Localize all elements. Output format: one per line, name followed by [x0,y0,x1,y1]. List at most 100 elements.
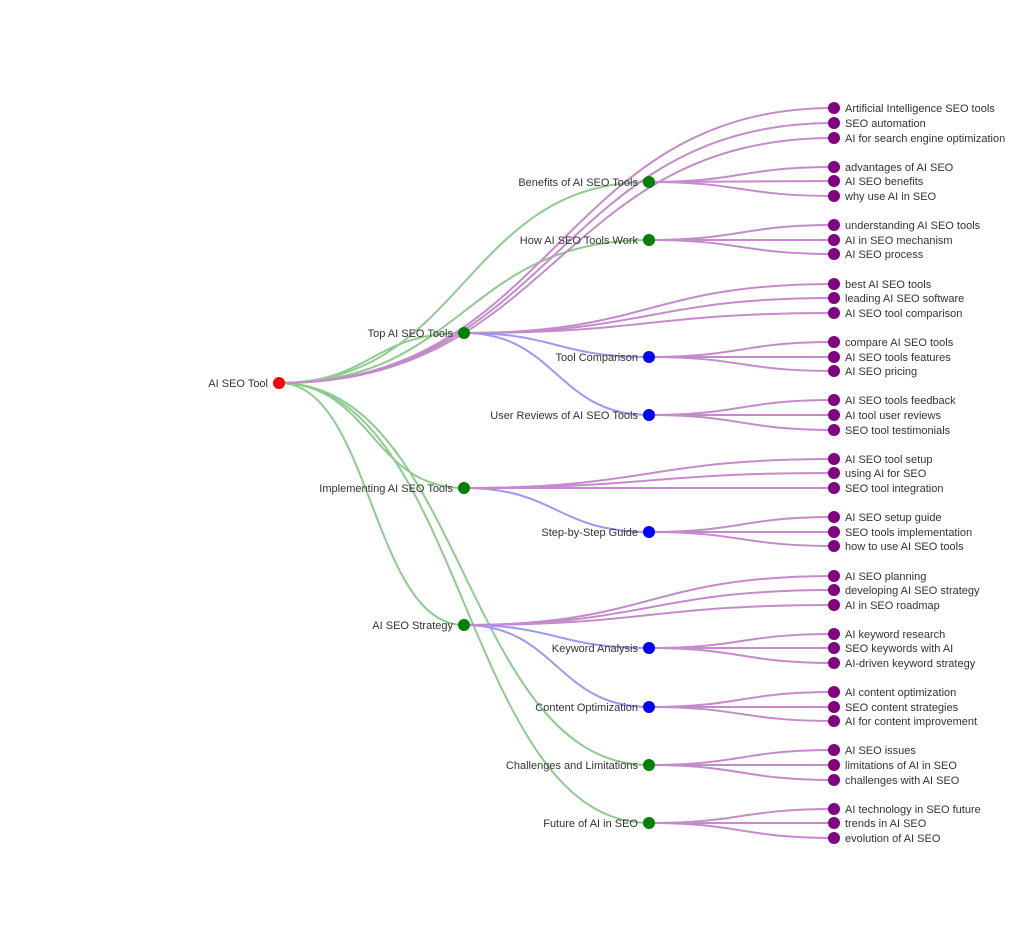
node-marker[interactable] [828,803,840,815]
leaf-node-l14[interactable]: AI SEO tools features [828,351,951,364]
leaf-node-l34[interactable]: AI SEO issues [828,744,916,757]
leaf-node-l31[interactable]: AI content optimization [828,686,956,699]
leaf-node-l13[interactable]: compare AI SEO tools [828,336,954,349]
leaf-node-l33[interactable]: AI for content improvement [828,715,977,728]
leaf-node-l22[interactable]: AI SEO setup guide [828,511,942,524]
node-marker[interactable] [828,759,840,771]
node-marker[interactable] [643,176,655,188]
leaf-node-l38[interactable]: trends in AI SEO [828,817,927,830]
node-n4[interactable]: Benefits of AI SEO Tools [518,176,655,189]
node-marker[interactable] [828,540,840,552]
node-marker[interactable] [643,817,655,829]
leaf-node-l3[interactable]: AI for search engine optimization [828,132,1005,145]
leaf-node-l6[interactable]: why use AI in SEO [828,190,937,203]
leaf-node-l21[interactable]: SEO tool integration [828,482,943,495]
leaf-node-l27[interactable]: AI in SEO roadmap [828,599,940,612]
node-marker[interactable] [828,248,840,260]
node-marker[interactable] [828,453,840,465]
leaf-node-l25[interactable]: AI SEO planning [828,570,926,583]
leaf-node-l37[interactable]: AI technology in SEO future [828,803,981,816]
leaf-node-l39[interactable]: evolution of AI SEO [828,832,941,845]
node-marker[interactable] [828,686,840,698]
leaf-node-l36[interactable]: challenges with AI SEO [828,774,960,787]
node-n2[interactable]: Implementing AI SEO Tools [319,482,470,495]
leaf-node-l1[interactable]: Artificial Intelligence SEO tools [828,102,995,115]
node-marker[interactable] [828,584,840,596]
node-marker[interactable] [828,482,840,494]
node-marker[interactable] [828,219,840,231]
leaf-node-l5[interactable]: AI SEO benefits [828,175,924,188]
node-marker[interactable] [828,117,840,129]
node-marker[interactable] [828,642,840,654]
node-marker[interactable] [828,175,840,187]
leaf-node-l7[interactable]: understanding AI SEO tools [828,219,981,232]
node-marker[interactable] [828,467,840,479]
node-marker[interactable] [828,234,840,246]
node-marker[interactable] [828,715,840,727]
node-marker[interactable] [828,409,840,421]
node-marker[interactable] [643,759,655,771]
node-n8[interactable]: Tool Comparison [555,351,655,364]
node-marker[interactable] [828,570,840,582]
leaf-node-l28[interactable]: AI keyword research [828,628,945,641]
node-marker[interactable] [458,619,470,631]
node-marker[interactable] [828,292,840,304]
leaf-node-l17[interactable]: AI tool user reviews [828,409,941,422]
node-n7[interactable]: Future of AI in SEO [543,817,655,830]
leaf-node-l18[interactable]: SEO tool testimonials [828,424,951,437]
node-marker[interactable] [458,482,470,494]
node-marker[interactable] [828,424,840,436]
leaf-node-l9[interactable]: AI SEO process [828,248,924,261]
leaf-node-l20[interactable]: using AI for SEO [828,467,927,480]
leaf-node-l8[interactable]: AI in SEO mechanism [828,234,953,247]
leaf-node-l30[interactable]: AI-driven keyword strategy [828,657,976,670]
node-marker[interactable] [458,327,470,339]
node-n12[interactable]: Content Optimization [535,701,655,714]
node-marker[interactable] [828,307,840,319]
node-marker[interactable] [828,190,840,202]
node-marker[interactable] [643,642,655,654]
leaf-node-l35[interactable]: limitations of AI in SEO [828,759,957,772]
leaf-node-l29[interactable]: SEO keywords with AI [828,642,953,655]
node-marker[interactable] [828,102,840,114]
node-marker[interactable] [828,774,840,786]
node-root[interactable]: AI SEO Tool [208,377,285,390]
node-n3[interactable]: AI SEO Strategy [372,619,470,632]
node-marker[interactable] [828,278,840,290]
node-marker[interactable] [828,657,840,669]
leaf-node-l32[interactable]: SEO content strategies [828,701,959,714]
node-marker[interactable] [643,526,655,538]
leaf-node-l11[interactable]: leading AI SEO software [828,292,964,305]
node-marker[interactable] [828,365,840,377]
node-marker[interactable] [828,351,840,363]
leaf-node-l24[interactable]: how to use AI SEO tools [828,540,964,553]
leaf-node-l15[interactable]: AI SEO pricing [828,365,917,378]
node-n6[interactable]: Challenges and Limitations [506,759,655,772]
node-n1[interactable]: Top AI SEO Tools [368,327,470,340]
node-marker[interactable] [828,394,840,406]
leaf-node-l12[interactable]: AI SEO tool comparison [828,307,962,320]
leaf-node-l2[interactable]: SEO automation [828,117,926,130]
node-n5[interactable]: How AI SEO Tools Work [520,234,655,247]
node-marker[interactable] [828,526,840,538]
node-marker[interactable] [828,744,840,756]
leaf-node-l26[interactable]: developing AI SEO strategy [828,584,980,597]
node-marker[interactable] [828,161,840,173]
leaf-node-l16[interactable]: AI SEO tools feedback [828,394,956,407]
leaf-node-l4[interactable]: advantages of AI SEO [828,161,954,174]
node-n9[interactable]: User Reviews of AI SEO Tools [490,409,655,422]
node-marker[interactable] [273,377,285,389]
node-marker[interactable] [828,599,840,611]
leaf-node-l23[interactable]: SEO tools implementation [828,526,972,539]
node-marker[interactable] [828,628,840,640]
node-n10[interactable]: Step-by-Step Guide [541,526,655,539]
leaf-node-l19[interactable]: AI SEO tool setup [828,453,932,466]
node-marker[interactable] [828,511,840,523]
node-marker[interactable] [828,132,840,144]
node-marker[interactable] [828,817,840,829]
node-marker[interactable] [828,701,840,713]
node-marker[interactable] [643,351,655,363]
node-marker[interactable] [643,409,655,421]
node-marker[interactable] [828,336,840,348]
node-n11[interactable]: Keyword Analysis [552,642,655,655]
